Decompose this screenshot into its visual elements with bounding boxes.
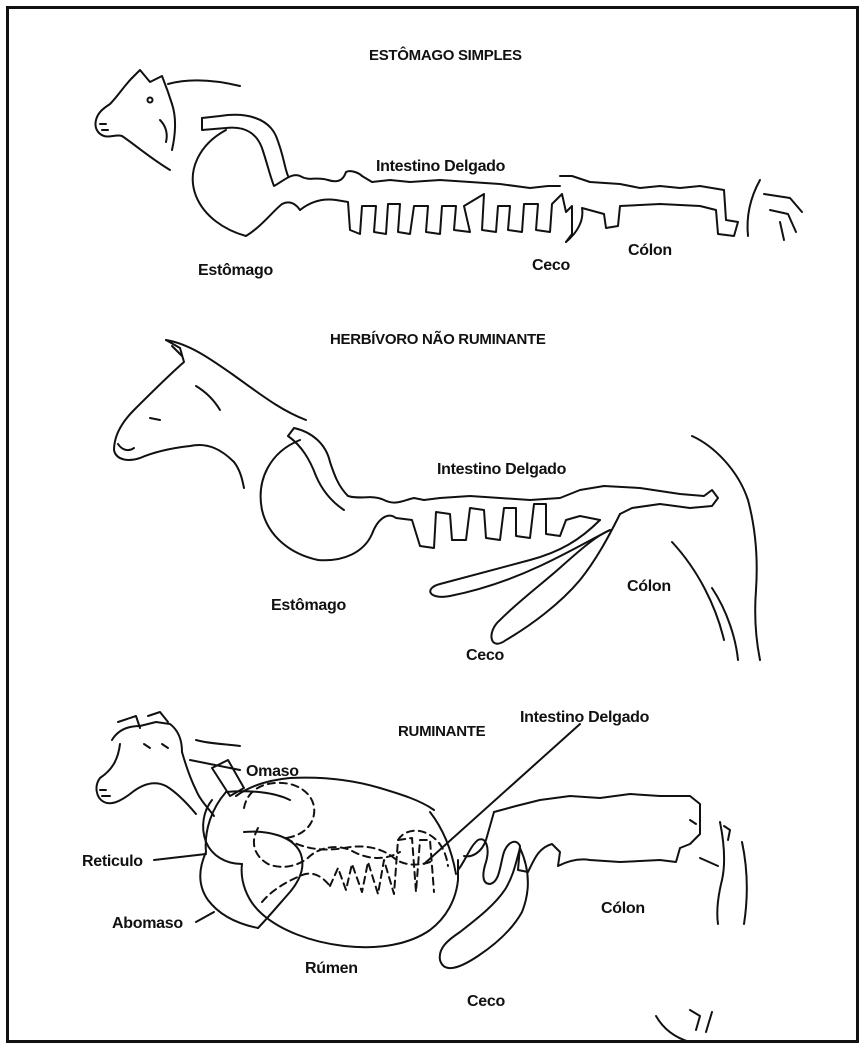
panel-title-non-ruminant-herbivore: HERBÍVORO NÃO RUMINANTE <box>330 331 546 348</box>
label-reticulum: Reticulo <box>82 853 143 871</box>
label-stomach: Estômago <box>271 597 346 615</box>
label-cecum: Ceco <box>466 647 504 665</box>
panel-title-ruminant: RUMINANTE <box>398 723 485 740</box>
horse-head-icon <box>114 340 306 488</box>
label-abomasum: Abomaso <box>112 915 183 933</box>
label-rumen: Rúmen <box>305 960 358 978</box>
pig-digestive-tract <box>193 115 802 242</box>
label-small-intestine: Intestino Delgado <box>437 461 566 479</box>
leader-lines <box>154 724 580 922</box>
label-small-intestine: Intestino Delgado <box>376 158 505 176</box>
label-colon: Cólon <box>601 900 645 918</box>
panel-title-simple-stomach: ESTÔMAGO SIMPLES <box>369 47 522 64</box>
label-stomach: Estômago <box>198 262 273 280</box>
label-colon: Cólon <box>628 242 672 260</box>
pig-head-icon <box>95 70 240 170</box>
label-omasum: Omaso <box>246 763 299 781</box>
label-cecum: Ceco <box>467 993 505 1011</box>
label-cecum: Ceco <box>532 257 570 275</box>
label-colon: Cólon <box>627 578 671 596</box>
label-small-intestine: Intestino Delgado <box>520 709 649 727</box>
